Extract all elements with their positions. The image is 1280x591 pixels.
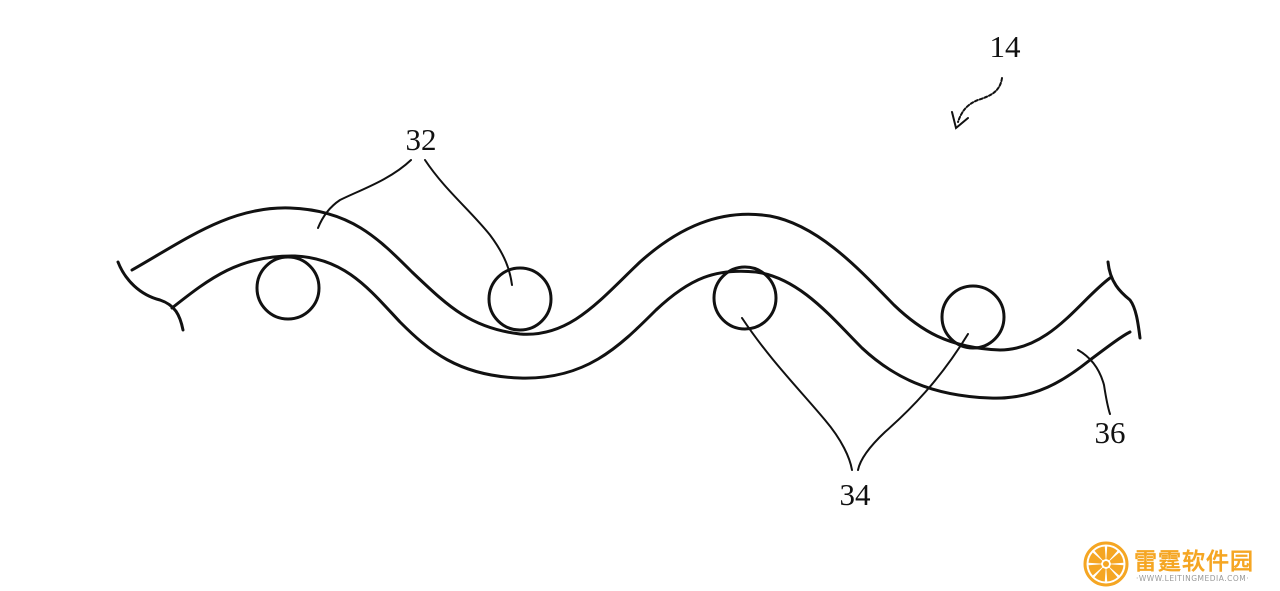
leader-14-arrow <box>957 77 1003 123</box>
citrus-segment <box>1088 564 1103 576</box>
watermark-title: 雷霆软件园 <box>1134 549 1254 575</box>
citrus-segment <box>1106 567 1118 582</box>
right-break-line <box>1106 260 1142 340</box>
roller-4 <box>940 284 1006 350</box>
roller-2 <box>487 266 553 332</box>
citrus-segment <box>1094 546 1106 561</box>
citrus-segment <box>1088 552 1103 564</box>
leader-34-a <box>741 317 853 471</box>
roller-1 <box>255 255 321 321</box>
citrus-slice-icon <box>1083 541 1129 587</box>
wave-lower-edge <box>170 254 1132 400</box>
leader-34-b <box>857 333 969 471</box>
label-34: 34 <box>840 477 872 512</box>
label-36: 36 <box>1095 415 1126 450</box>
citrus-segment <box>1109 552 1124 564</box>
left-break-line <box>116 260 185 332</box>
citrus-segment <box>1109 564 1124 576</box>
watermark-subtitle: ·WWW.LEITINGMEDIA.COM· <box>1136 574 1250 583</box>
watermark: 雷霆软件园 ·WWW.LEITINGMEDIA.COM· <box>1080 538 1280 591</box>
wave-upper-edge <box>130 206 1112 352</box>
leader-32-b <box>424 159 513 286</box>
label-14: 14 <box>990 29 1022 64</box>
leader-32-a <box>317 159 412 229</box>
citrus-segment <box>1106 546 1118 561</box>
arrowhead-icon <box>951 111 969 130</box>
leader-36 <box>1077 349 1111 415</box>
roller-3 <box>712 265 778 331</box>
citrus-segment <box>1094 567 1106 582</box>
label-32: 32 <box>406 122 437 157</box>
